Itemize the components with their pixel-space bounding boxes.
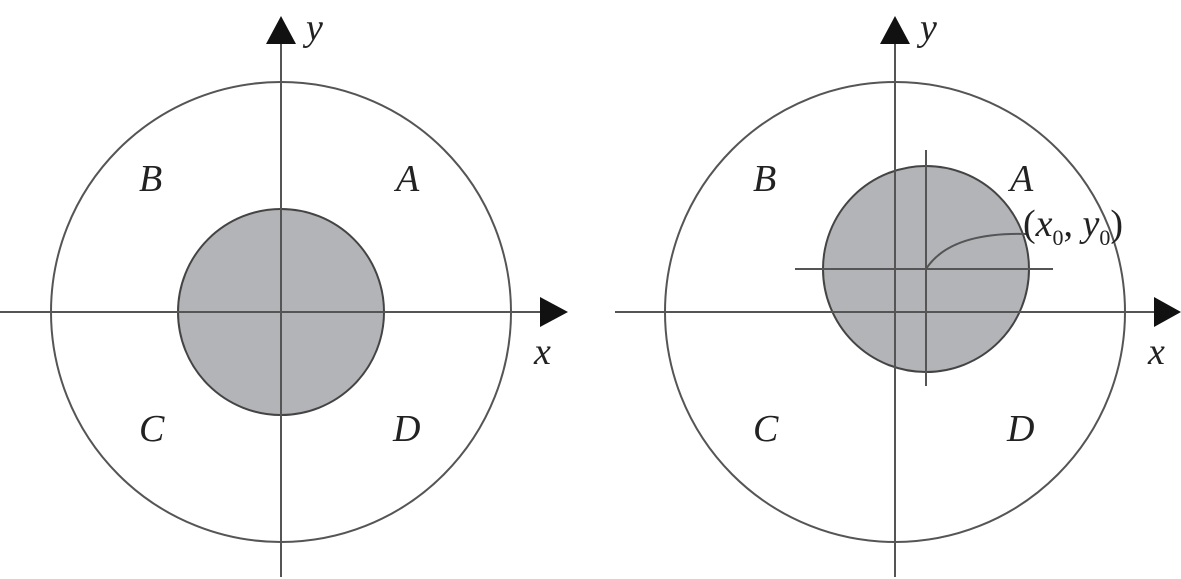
spot-center-coordinate-label: (x0, y0) — [1023, 203, 1123, 250]
right-y-axis-label: y — [916, 7, 937, 49]
left-panel: x y A B C D — [0, 7, 568, 577]
right-quadrant-label-c: C — [753, 408, 779, 450]
left-quadrant-label-a: A — [393, 158, 420, 200]
left-quadrant-label-c: C — [139, 408, 165, 450]
right-quadrant-label-b: B — [753, 158, 776, 200]
right-y-arrowhead — [880, 16, 910, 44]
left-y-axis-label: y — [302, 7, 323, 49]
right-quadrant-label-d: D — [1006, 408, 1034, 450]
right-x-axis-label: x — [1147, 331, 1165, 373]
right-quadrant-label-a: A — [1007, 158, 1034, 200]
left-quadrant-label-d: D — [392, 408, 420, 450]
right-panel: x y A B C D (x0, y0) — [615, 7, 1181, 577]
left-x-axis-label: x — [533, 331, 551, 373]
left-quadrant-label-b: B — [139, 158, 162, 200]
left-x-arrowhead — [540, 297, 568, 327]
left-y-arrowhead — [266, 16, 296, 44]
right-x-arrowhead — [1154, 297, 1181, 327]
point-leader-line — [925, 232, 1027, 270]
